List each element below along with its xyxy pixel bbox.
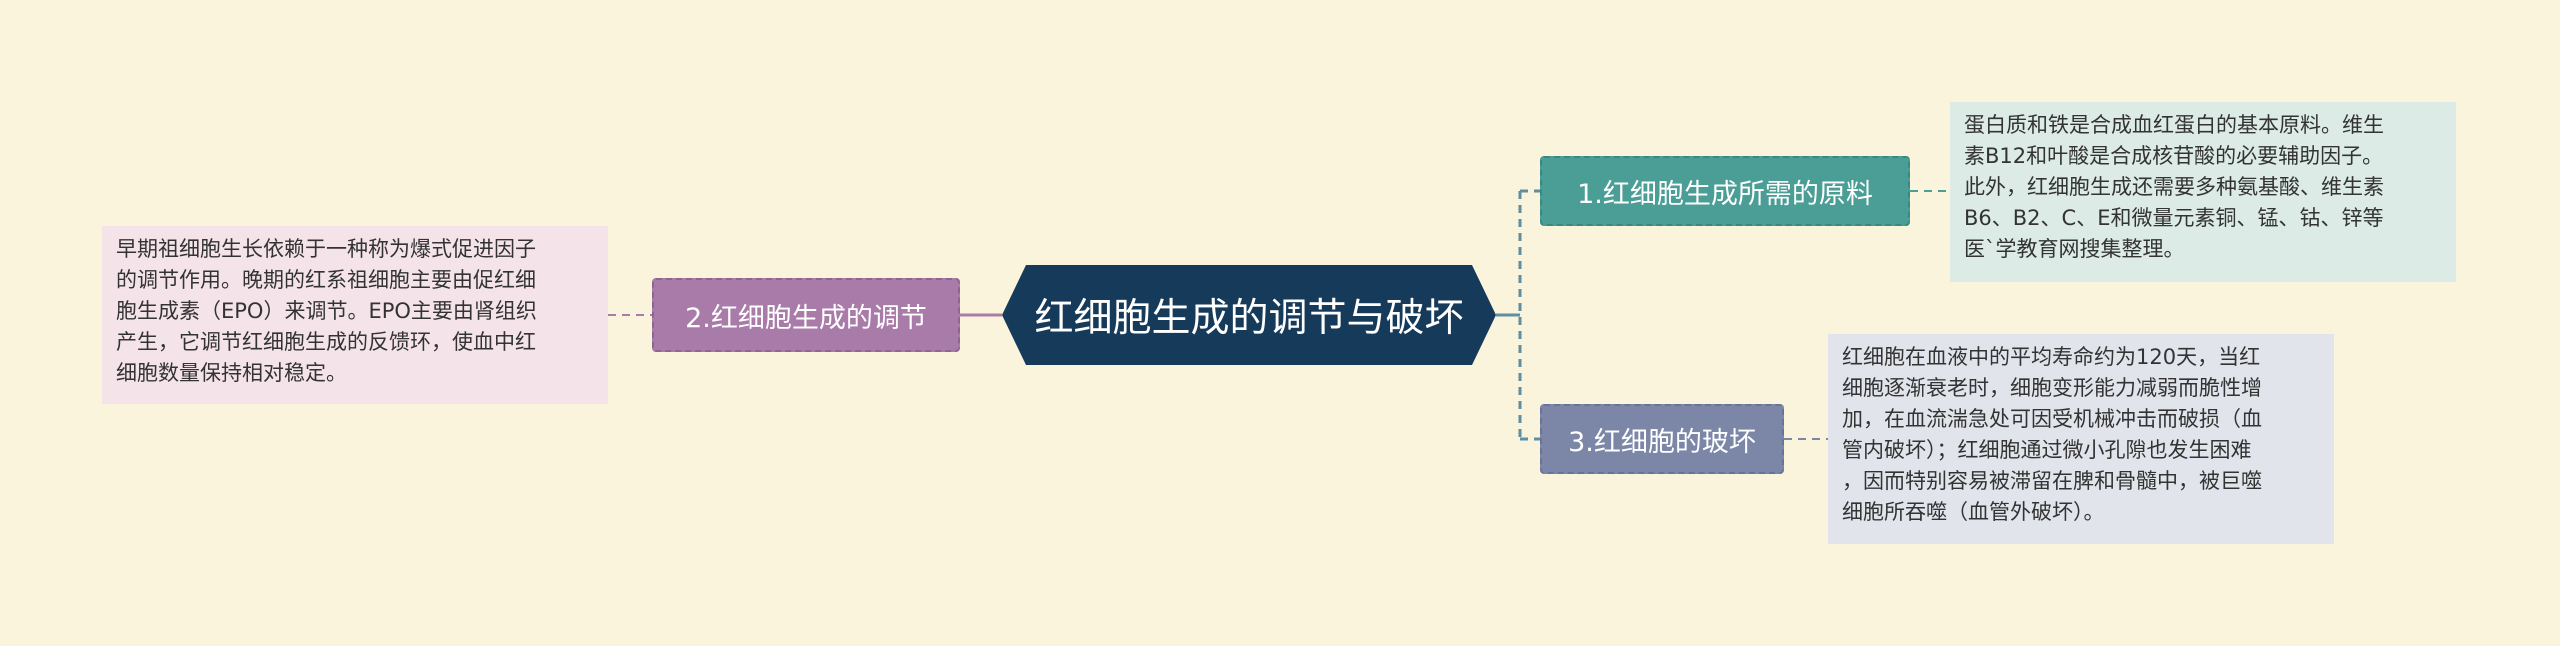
detail-line: 细胞数量保持相对稳定。 xyxy=(116,361,347,385)
detail-line: 加，在血流湍急处可因受机械冲击而破损（血 xyxy=(1842,407,2262,431)
branch-node-destruction[interactable]: 3.红细胞的玻坏 xyxy=(1540,404,1784,474)
detail-line: 素B12和叶酸是合成核苷酸的必要辅助因子。 xyxy=(1964,144,2384,168)
detail-note-regulation[interactable]: 早期祖细胞生长依赖于一种称为爆式促进因子 的调节作用。晚期的红系祖细胞主要由促红… xyxy=(102,226,608,404)
detail-note-destruction[interactable]: 红细胞在血液中的平均寿命约为120天，当红 细胞逐渐衰老时，细胞变形能力减弱而脆… xyxy=(1828,334,2334,544)
detail-line: 管内破坏）；红细胞通过微小孔隙也发生困难 xyxy=(1842,438,2252,462)
branch-node-raw-materials[interactable]: 1.红细胞生成所需的原料 xyxy=(1540,156,1910,226)
detail-note-raw-materials[interactable]: 蛋白质和铁是合成血红蛋白的基本原料。维生 素B12和叶酸是合成核苷酸的必要辅助因… xyxy=(1950,102,2456,282)
detail-line: 产生，它调节红细胞生成的反馈环，使血中红 xyxy=(116,330,536,354)
branch-label-raw-materials: 1.红细胞生成所需的原料 xyxy=(1577,178,1873,210)
branch-node-regulation[interactable]: 2.红细胞生成的调节 xyxy=(652,278,960,352)
central-hexagon-shape xyxy=(1002,265,1496,365)
detail-line: 细胞逐渐衰老时，细胞变形能力减弱而脆性增 xyxy=(1842,376,2262,400)
detail-line: ，因而特别容易被滞留在脾和骨髓中，被巨噬 xyxy=(1842,469,2262,493)
detail-line: 早期祖细胞生长依赖于一种称为爆式促进因子 xyxy=(116,237,536,261)
detail-line: 蛋白质和铁是合成血红蛋白的基本原料。维生 xyxy=(1964,113,2384,137)
detail-line: B6、B2、C、E和微量元素铜、锰、钴、锌等 xyxy=(1964,206,2384,230)
detail-line: 医`学教育网搜集整理。 xyxy=(1964,237,2185,261)
detail-line: 红细胞在血液中的平均寿命约为120天，当红 xyxy=(1842,345,2261,369)
detail-line: 的调节作用。晚期的红系祖细胞主要由促红细 xyxy=(116,268,536,292)
branch-label-destruction: 3.红细胞的玻坏 xyxy=(1568,426,1756,458)
central-topic-title: 红细胞生成的调节与破坏 xyxy=(1034,296,1464,341)
detail-line: 细胞所吞噬（血管外破坏）。 xyxy=(1842,500,2105,524)
detail-line: 此外，红细胞生成还需要多种氨基酸、维生素 xyxy=(1964,175,2384,199)
central-topic[interactable]: 红细胞生成的调节与破坏 xyxy=(1002,265,1496,365)
branch-label-regulation: 2.红细胞生成的调节 xyxy=(685,302,927,334)
detail-line: 胞生成素（EPO）来调节。EPO主要由肾组织 xyxy=(116,299,537,323)
